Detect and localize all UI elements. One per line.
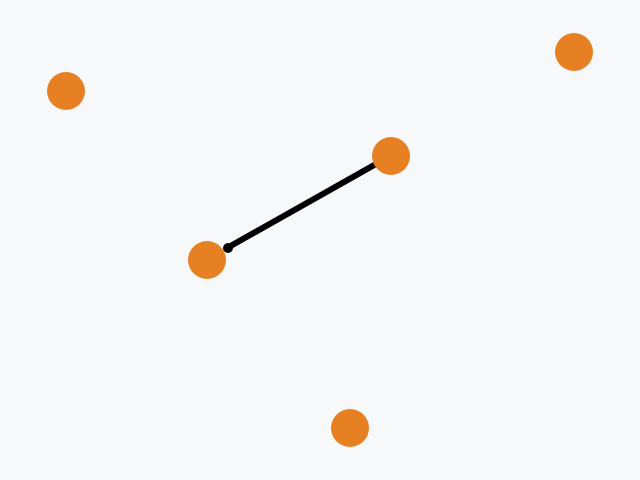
edge-layer bbox=[223, 161, 379, 253]
node-5[interactable] bbox=[331, 409, 369, 447]
edge-node-3-node-4[interactable] bbox=[224, 161, 379, 251]
node-4[interactable] bbox=[188, 241, 226, 279]
edge-endpoint-dot bbox=[223, 243, 233, 253]
node-1[interactable] bbox=[47, 72, 85, 110]
node-layer bbox=[47, 33, 593, 447]
node-2[interactable] bbox=[555, 33, 593, 71]
node-3[interactable] bbox=[372, 137, 410, 175]
